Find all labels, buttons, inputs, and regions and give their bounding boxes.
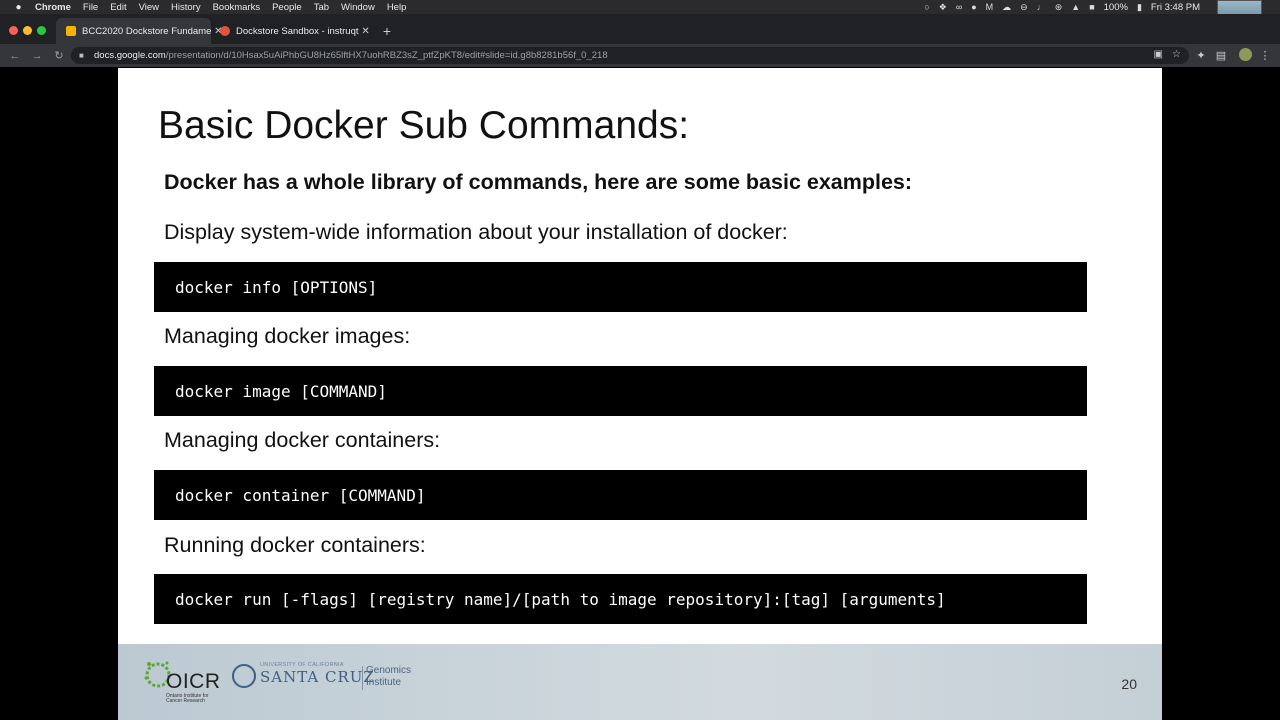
section-description: Managing docker images: bbox=[164, 324, 411, 348]
menu-chrome[interactable]: Chrome bbox=[35, 1, 71, 13]
slide-footer: OICR Ontario Institute for Cancer Resear… bbox=[118, 644, 1162, 720]
tab-label: Dockstore Sandbox - instruqt bbox=[236, 25, 359, 37]
cast-icon[interactable]: ▤ bbox=[1215, 50, 1227, 62]
browser-tab-strip: BCC2020 Dockstore Fundame ✕ Dockstore Sa… bbox=[0, 14, 1280, 44]
tab-label: BCC2020 Dockstore Fundame bbox=[82, 25, 212, 37]
profile-avatar[interactable] bbox=[1239, 48, 1252, 61]
back-arrow-icon[interactable]: ← bbox=[9, 49, 21, 62]
menu-bookmarks[interactable]: Bookmarks bbox=[212, 1, 261, 13]
logo-divider bbox=[362, 666, 363, 690]
url-path: /presentation/d/10Hsax5uAiPhbGU8Hz65lftH… bbox=[165, 50, 608, 61]
close-tab-icon[interactable]: ✕ bbox=[361, 25, 370, 37]
menu-file[interactable]: File bbox=[82, 1, 99, 13]
code-block: docker info [OPTIONS] bbox=[154, 262, 1087, 312]
battery-icon: ▮ bbox=[1136, 1, 1142, 12]
cast-tab-icon[interactable]: ▣ bbox=[1153, 49, 1163, 60]
bookmark-star-icon[interactable]: ☆ bbox=[1172, 49, 1181, 60]
oicr-mark-icon bbox=[144, 661, 171, 688]
menu-people[interactable]: People bbox=[272, 1, 302, 13]
malwarebytes-icon[interactable]: M bbox=[985, 2, 994, 12]
instruqt-favicon-icon bbox=[220, 26, 230, 36]
menu-bar-clock[interactable]: Fri 3:48 PM bbox=[1150, 1, 1200, 13]
url-host: docs.google.com bbox=[94, 50, 166, 61]
extensions-puzzle-icon[interactable]: ✦ bbox=[1196, 50, 1206, 62]
menu-view[interactable]: View bbox=[138, 1, 160, 13]
section-description: Running docker containers: bbox=[164, 533, 426, 557]
code-block: docker run [-flags] [registry name]/[pat… bbox=[154, 574, 1087, 624]
slide-subtitle: Docker has a whole library of commands, … bbox=[164, 170, 913, 194]
wifi-icon[interactable]: ▲ bbox=[1071, 2, 1081, 12]
new-tab-icon[interactable]: + bbox=[382, 23, 392, 39]
flag-icon[interactable]: ■ bbox=[1089, 2, 1095, 12]
ucsc-seal-icon bbox=[232, 664, 256, 688]
browser-toolbar: ← → ↻ ■ docs.google.com /presentation/d/… bbox=[0, 44, 1280, 67]
reload-icon[interactable]: ↻ bbox=[54, 50, 64, 62]
zoom-window-button[interactable] bbox=[37, 26, 46, 35]
battery-percentage[interactable]: 100% bbox=[1103, 1, 1128, 13]
section-description: Display system-wide information about yo… bbox=[164, 220, 788, 244]
menu-tab[interactable]: Tab bbox=[313, 1, 330, 13]
u-icon[interactable]: ● bbox=[971, 2, 977, 12]
more-menu-icon[interactable]: ⋮ bbox=[1259, 50, 1271, 62]
slide-number: 20 bbox=[1121, 676, 1137, 692]
dropbox-icon[interactable]: ❖ bbox=[938, 1, 947, 12]
apple-menu-icon[interactable]: ● bbox=[15, 1, 22, 13]
menu-bar-status-area: ○ ❖ ∞ ● M ☁ ⊖ ♩ ⊛ ▲ ■ 100% ▮ Fri 3:48 PM bbox=[915, 0, 1200, 14]
forward-arrow-icon[interactable]: → bbox=[31, 49, 43, 62]
oicr-name: OICR bbox=[166, 670, 221, 693]
minimize-window-button[interactable] bbox=[23, 26, 32, 35]
menu-window[interactable]: Window bbox=[341, 1, 375, 13]
macos-menu-bar: ● Chrome File Edit View History Bookmark… bbox=[0, 0, 1280, 14]
ucsc-name: SANTA CRUZ bbox=[260, 668, 375, 686]
menu-history[interactable]: History bbox=[171, 1, 201, 13]
presentation-slide: Basic Docker Sub Commands: Docker has a … bbox=[118, 68, 1162, 720]
tab-bcc2020[interactable]: BCC2020 Dockstore Fundame ✕ bbox=[56, 18, 223, 44]
airdrop-icon[interactable]: ○ bbox=[924, 2, 930, 12]
code-block: docker container [COMMAND] bbox=[154, 470, 1087, 520]
menu-edit[interactable]: Edit bbox=[110, 1, 127, 13]
close-tab-icon[interactable]: ✕ bbox=[214, 25, 223, 37]
oicr-subtitle: Ontario Institute for Cancer Research bbox=[166, 693, 209, 704]
ucsc-university-label: UNIVERSITY OF CALIFORNIA bbox=[260, 662, 344, 668]
bluetooth-icon[interactable]: ⊛ bbox=[1054, 1, 1063, 12]
slide-title: Basic Docker Sub Commands: bbox=[158, 104, 690, 147]
section-description: Managing docker containers: bbox=[164, 428, 441, 452]
oicr-logo: OICR Ontario Institute for Cancer Resear… bbox=[130, 650, 220, 704]
google-slides-favicon-icon bbox=[66, 26, 76, 36]
code-block: docker image [COMMAND] bbox=[154, 366, 1087, 416]
tab-dockstore-sandbox[interactable]: Dockstore Sandbox - instruqt ✕ bbox=[210, 18, 370, 44]
address-bar[interactable]: ■ docs.google.com /presentation/d/10Hsax… bbox=[71, 47, 1189, 64]
genomics-institute-label: Genomics Institute bbox=[366, 665, 412, 688]
close-window-button[interactable] bbox=[9, 26, 18, 35]
volume-icon[interactable]: ♩ bbox=[1036, 2, 1046, 12]
cloud-icon[interactable]: ☁ bbox=[1002, 1, 1012, 12]
menu-help[interactable]: Help bbox=[386, 1, 407, 13]
glasses-icon[interactable]: ∞ bbox=[955, 2, 963, 12]
lock-icon[interactable]: ■ bbox=[79, 51, 84, 60]
dnd-icon[interactable]: ⊖ bbox=[1020, 1, 1028, 12]
